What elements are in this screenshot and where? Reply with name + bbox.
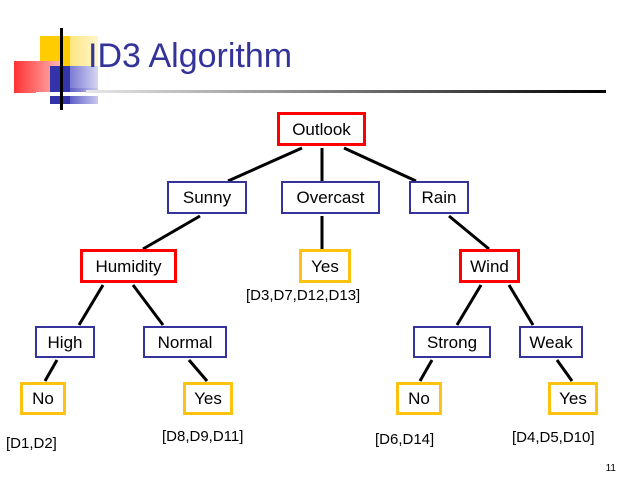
dataset-label-overcast: [D3,D7,D12,D13] [246, 287, 361, 304]
tree-leaf-yes-left[interactable]: Yes [183, 382, 233, 415]
slide-title: ID3 Algorithm [88, 37, 293, 75]
tree-node-humidity[interactable]: Humidity [80, 249, 177, 283]
edge-humidity-high [77, 284, 105, 326]
tree-node-wind[interactable]: Wind [459, 249, 520, 283]
slide-header: ID3 Algorithm [0, 0, 638, 110]
tree-node-high[interactable]: High [35, 326, 95, 358]
tree-leaf-yes-right[interactable]: Yes [548, 382, 598, 415]
edge-outlook-rain [343, 146, 417, 183]
tree-node-outlook[interactable]: Outlook [277, 112, 366, 146]
edge-outlook-sunny [227, 146, 303, 183]
dataset-label-no-right: [D6,D14] [375, 431, 435, 448]
logo-vertical-line-icon [60, 28, 63, 110]
title-divider [86, 90, 606, 93]
dataset-label-yes-right: [D4,D5,D10] [512, 429, 595, 446]
edge-weak-yes [555, 359, 574, 382]
page-number: 11 [605, 463, 616, 474]
dataset-label-no-left: [D1,D2] [6, 435, 57, 452]
tree-node-normal[interactable]: Normal [143, 326, 227, 358]
edge-sunny-humidity [142, 214, 201, 251]
tree-node-overcast[interactable]: Overcast [281, 181, 380, 214]
tree-node-strong[interactable]: Strong [413, 326, 491, 358]
tree-leaf-no-right[interactable]: No [396, 382, 442, 415]
tree-node-sunny[interactable]: Sunny [167, 181, 247, 214]
edge-strong-no [418, 359, 434, 382]
edge-wind-strong [455, 284, 483, 326]
tree-node-weak[interactable]: Weak [519, 326, 583, 358]
logo-blue-gradient-square-icon [70, 66, 98, 88]
dataset-label-yes-left: [D8,D9,D11] [162, 428, 244, 445]
edge-rain-wind [448, 214, 490, 251]
edge-normal-yes [187, 359, 209, 382]
tree-leaf-no-left[interactable]: No [20, 382, 66, 415]
tree-node-rain[interactable]: Rain [409, 181, 469, 214]
edge-humidity-normal [131, 284, 165, 326]
decorative-logo [14, 28, 106, 110]
tree-node-yes-overcast[interactable]: Yes [299, 249, 351, 283]
logo-white-stripe-icon [36, 92, 98, 96]
edge-high-no [43, 359, 59, 382]
logo-light-yellow-square-icon [70, 36, 98, 69]
edge-wind-weak [507, 284, 535, 326]
